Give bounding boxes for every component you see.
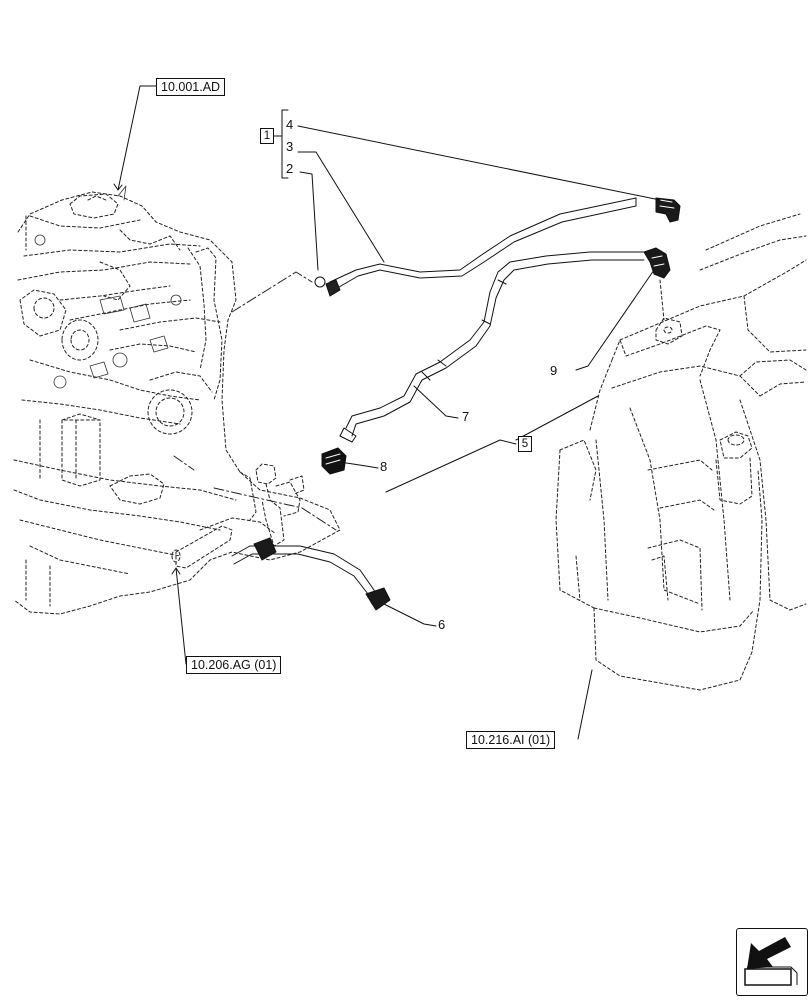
callout-7: 7 — [462, 409, 470, 424]
fuel-line-7 — [339, 251, 645, 443]
fitting-4 — [655, 197, 681, 223]
clamp-8 — [321, 447, 347, 475]
intake-outline — [171, 463, 305, 569]
callout-6: 6 — [438, 617, 446, 632]
engine-detail — [34, 185, 182, 389]
fuel-tank-outline — [555, 213, 807, 691]
fitting-9 — [643, 247, 671, 279]
reference-leaders — [113, 85, 593, 740]
callout-2: 2 — [286, 161, 294, 176]
engine-outline — [13, 191, 341, 615]
fitting-2 — [314, 276, 341, 297]
reference-engine[interactable]: 10.001.AD — [156, 78, 226, 96]
reference-tank[interactable]: 10.216.AI (01) — [466, 731, 556, 749]
navigation-button[interactable] — [736, 928, 808, 996]
callout-3: 3 — [286, 139, 294, 154]
phantom-leader-lines — [173, 271, 337, 531]
hose-6 — [231, 537, 391, 611]
callout-9: 9 — [550, 363, 558, 378]
callout-group-5: 5 — [518, 436, 532, 452]
callout-leaders — [297, 125, 661, 627]
group-bracket — [273, 109, 289, 179]
arrow-icon — [744, 937, 798, 986]
callout-8: 8 — [380, 459, 388, 474]
callout-group-1: 1 — [260, 128, 274, 144]
fuel-line-3 — [329, 197, 637, 291]
reference-intake[interactable]: 10.206.AG (01) — [186, 656, 282, 674]
callout-4: 4 — [286, 117, 294, 132]
